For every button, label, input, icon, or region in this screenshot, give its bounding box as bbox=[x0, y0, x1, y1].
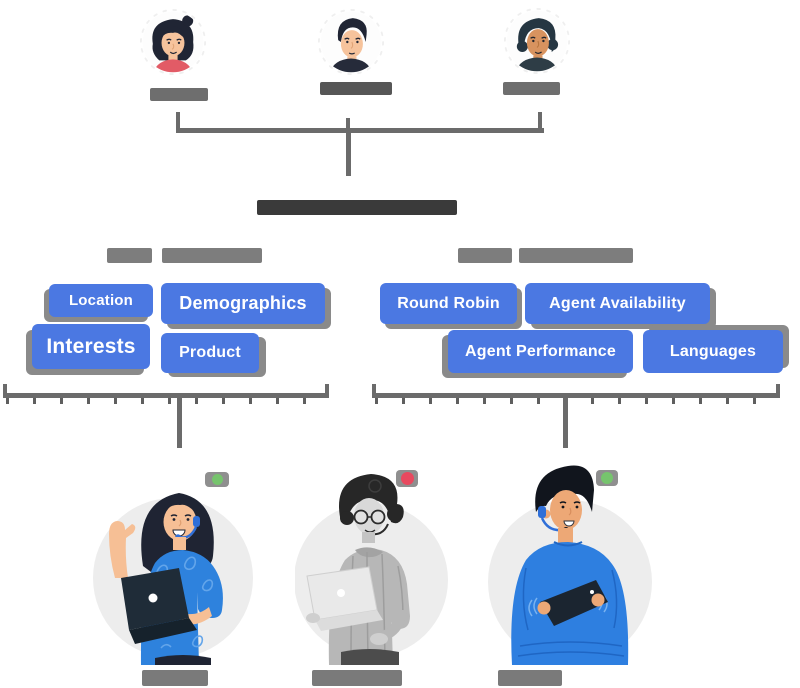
chip-product: Product bbox=[161, 333, 259, 373]
agent-1-label-redacted-bar bbox=[142, 670, 208, 686]
router-title-redacted-bar bbox=[257, 200, 457, 215]
lead-2-label-redacted-bar bbox=[320, 82, 392, 95]
chip-agent-availability: Agent Availability bbox=[525, 283, 710, 324]
chip-demographics: Demographics bbox=[161, 283, 325, 324]
agent-3-status-indicator-online bbox=[596, 470, 618, 486]
lead-criteria-heading-bar-1 bbox=[107, 248, 152, 263]
chip-interests: Interests bbox=[32, 324, 150, 369]
left-bracket-drop bbox=[177, 398, 182, 448]
right-bracket-drop bbox=[563, 398, 568, 448]
right-bracket-tick-marks bbox=[375, 398, 777, 404]
right-bracket-end-tick-a bbox=[372, 384, 376, 394]
connector-top-horizontal bbox=[176, 128, 544, 133]
connector-lead3-stub bbox=[538, 112, 542, 130]
chip-round-robin: Round Robin bbox=[380, 283, 517, 324]
lead-2-man-avatar-icon bbox=[318, 9, 384, 75]
lead-3-man-avatar-icon bbox=[504, 8, 570, 74]
lead-3-label-redacted-bar bbox=[503, 82, 560, 95]
chip-agent-performance: Agent Performance bbox=[448, 330, 633, 373]
routing-rules-heading-bar-1 bbox=[458, 248, 512, 263]
right-bracket-end-tick-b bbox=[776, 384, 780, 394]
lead-criteria-heading-bar-2 bbox=[162, 248, 262, 263]
chip-languages: Languages bbox=[643, 330, 783, 373]
busy-dot-icon bbox=[400, 472, 414, 485]
agent-2-status-indicator-busy bbox=[396, 470, 418, 487]
agent-2-label-redacted-bar bbox=[312, 670, 402, 686]
lead-1-label-redacted-bar bbox=[150, 88, 208, 101]
agent-1-status-indicator-online bbox=[205, 472, 229, 487]
agent-2-man-glasses-headset-laptop-icon bbox=[295, 474, 448, 665]
agent-3-label-redacted-bar bbox=[498, 670, 562, 686]
online-dot-icon bbox=[601, 472, 613, 484]
routing-rules-heading-bar-2 bbox=[519, 248, 633, 263]
left-bracket-end-tick-b bbox=[325, 384, 329, 394]
online-dot-icon bbox=[211, 474, 223, 485]
right-bracket-horizontal bbox=[372, 393, 780, 398]
agent-3-man-headset-tablet-icon bbox=[488, 465, 652, 665]
left-bracket-horizontal bbox=[3, 393, 329, 398]
left-bracket-end-tick-a bbox=[3, 384, 7, 394]
chip-location: Location bbox=[49, 284, 153, 317]
agent-1-woman-headset-laptop-icon bbox=[93, 493, 253, 665]
lead-1-woman-avatar-icon bbox=[140, 9, 206, 75]
connector-top-drop bbox=[346, 133, 351, 176]
left-bracket-tick-marks bbox=[6, 398, 326, 404]
connector-lead2-stub bbox=[346, 118, 350, 130]
connector-lead1-stub bbox=[176, 112, 180, 130]
